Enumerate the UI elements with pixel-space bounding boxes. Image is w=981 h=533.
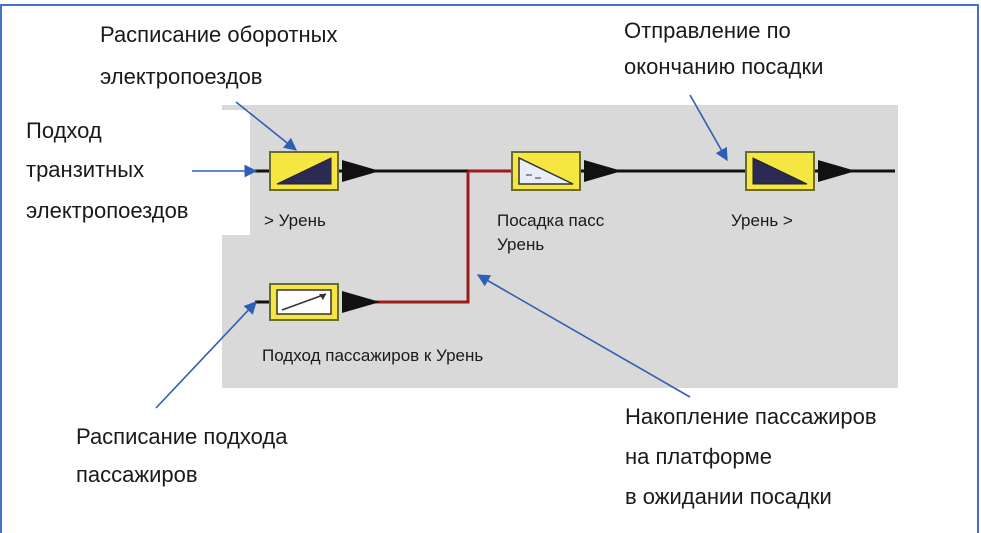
- passenger-arrival-block[interactable]: [255, 283, 380, 321]
- transit-label-background: [20, 110, 250, 235]
- annotation-accumulation-line1: Накопление пассажиров: [625, 404, 877, 429]
- annotation-passenger-schedule-line1: Расписание подхода: [76, 424, 288, 449]
- entry-block[interactable]: [269, 151, 380, 191]
- frame-top-border: [0, 4, 977, 6]
- annotation-departure-line1: Отправление по: [624, 18, 791, 43]
- frame-left-border: [0, 4, 2, 533]
- boarding-block-label-line2: Урень: [497, 235, 545, 254]
- annotation-transit-line1: Подход: [26, 118, 102, 143]
- annotation-accumulation-line3: в ожидании посадки: [625, 484, 832, 509]
- exit-block[interactable]: [745, 151, 856, 191]
- passenger-link: [370, 171, 470, 304]
- annotation-transit-line3: электропоездов: [26, 198, 189, 223]
- annotation-passenger-schedule-line2: пассажиров: [76, 462, 198, 487]
- annotation-transit-line2: транзитных: [26, 157, 145, 182]
- annotation-turnover-line1: Расписание оборотных: [100, 22, 338, 47]
- boarding-block-label-line1: Посадка пасс: [497, 211, 605, 230]
- entry-block-label: > Урень: [264, 211, 326, 230]
- annotation-accumulation-line2: на платформе: [625, 444, 773, 469]
- boarding-block[interactable]: [511, 151, 622, 191]
- annotation-departure-line2: окончанию посадки: [624, 54, 824, 79]
- annotation-turnover-line2: электропоездов: [100, 64, 263, 89]
- frame-right-border: [977, 4, 979, 533]
- exit-block-label: Урень >: [731, 211, 793, 230]
- passenger-block-label: Подход пассажиров к Урень: [262, 346, 484, 365]
